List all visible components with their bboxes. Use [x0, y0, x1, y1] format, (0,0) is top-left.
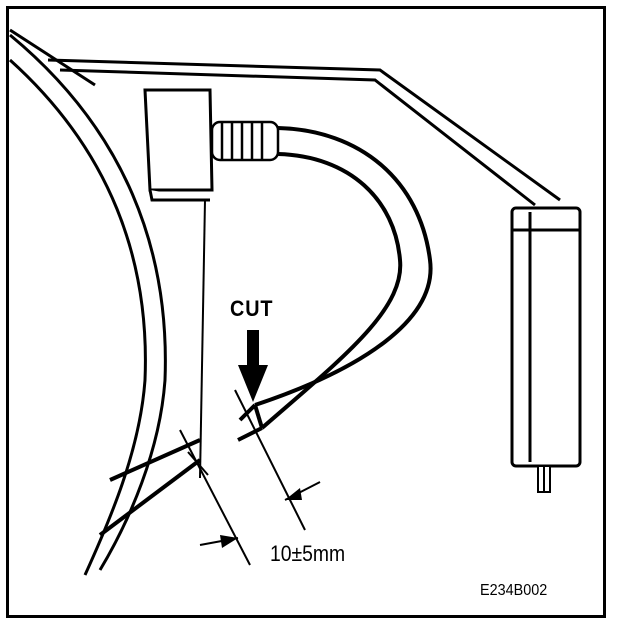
reference-line — [199, 199, 206, 479]
cut-arrow — [238, 330, 268, 402]
dimension-lines — [179, 389, 321, 566]
module-box — [510, 206, 582, 468]
module-lead — [537, 465, 551, 493]
dimension-arrowheads — [220, 488, 302, 548]
bracket-outline — [47, 58, 561, 207]
cut-label: CUT — [230, 296, 274, 321]
hose — [98, 126, 433, 537]
curved-panel — [8, 28, 167, 576]
dimension-label: 10±5mm — [270, 541, 346, 566]
diagram-frame — [6, 6, 606, 618]
corrugated-fitting — [210, 120, 280, 162]
figure-code: E234B002 — [480, 582, 548, 599]
connector-block — [143, 88, 214, 202]
cut-ticks — [187, 451, 209, 476]
